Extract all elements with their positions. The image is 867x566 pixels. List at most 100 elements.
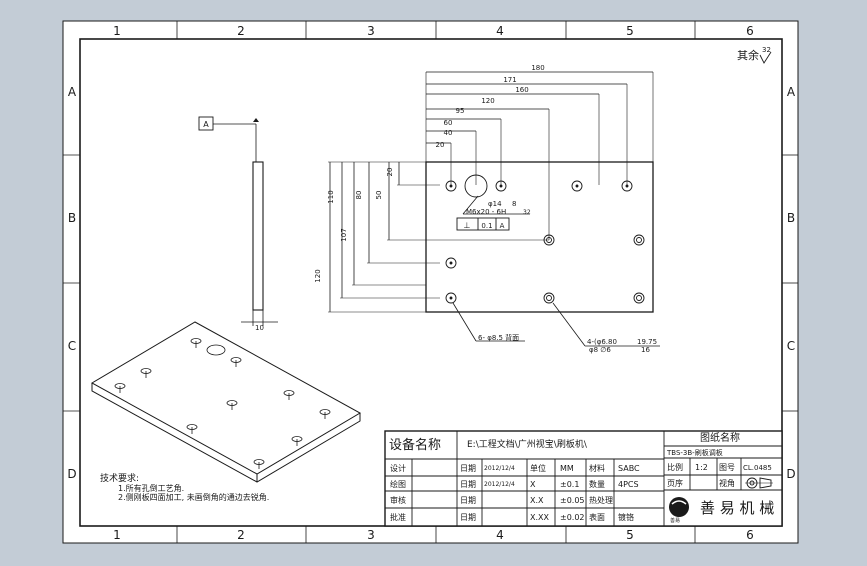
row-tol-x-value: ±0.1 <box>560 480 579 489</box>
requirements-title: 技术要求: <box>100 472 139 484</box>
row-tol-x: X <box>530 480 536 489</box>
thread-callout: M6x20 - 6H <box>466 208 506 216</box>
surface-mark-roughness: 32 <box>762 46 771 54</box>
row-label-right-b: B <box>787 211 795 225</box>
datum-letter: A <box>203 120 209 129</box>
tolerance-frame <box>456 217 510 231</box>
title-block: 设备名称 E:\工程文档\广州视宝\刷板机\ 图纸名称 TBS-3B-刷板调板 … <box>384 430 783 527</box>
hole-callout-depth: 8 <box>512 200 516 208</box>
counterbore-a-depth: 19.75 <box>637 338 657 346</box>
scale-value: 1:2 <box>695 463 708 472</box>
requirement-item-2: 2.侧刚板四面加工, 未画倒角的通边去锐角. <box>118 492 269 502</box>
col-label-bottom-3: 3 <box>367 528 375 542</box>
counterbore-callout-a: 4-(φ6.80 <box>587 338 617 346</box>
row-tol-xx: X.X <box>530 496 544 505</box>
border-ticks <box>63 21 798 543</box>
row-role-review: 审核 <box>390 495 406 505</box>
row-role-design: 设计 <box>390 463 406 473</box>
col-label-bottom-4: 4 <box>496 528 504 542</box>
surface-mark-label: 其余 <box>737 48 759 62</box>
tolerance-datum: A <box>500 222 505 230</box>
row-date-draw: 2012/12/4 <box>484 481 515 488</box>
dim-h-120: 120 <box>481 97 494 105</box>
equipment-path: E:\工程文档\广州视宝\刷板机\ <box>467 438 588 450</box>
row-role-approve: 批准 <box>390 512 406 522</box>
thickness-dim: 10 <box>255 324 264 332</box>
pin-holes-callout: 6- φ8.5 背面 <box>478 333 519 342</box>
row-label-right-a: A <box>787 85 796 99</box>
roughness-check-icon <box>759 51 772 64</box>
row-role-draw: 绘图 <box>390 479 406 489</box>
dim-v-80: 80 <box>355 191 363 200</box>
company-logo-icon <box>669 497 689 517</box>
row-date-design: 2012/12/4 <box>484 465 515 472</box>
row-date-label-review: 日期 <box>460 496 476 505</box>
drawing-name: TBS-3B-刷板调板 <box>666 448 723 457</box>
row-surface-value: 镀铬 <box>618 512 634 522</box>
col-label-bottom-2: 2 <box>237 528 245 542</box>
dim-v-120: 120 <box>314 269 322 282</box>
row-tol-xxx-value: ±0.02 <box>560 513 585 522</box>
counterbore-b-depth: 16 <box>641 346 650 354</box>
row-material-label: 材料 <box>589 463 605 473</box>
technical-requirements: 技术要求: 1.所有孔倒工艺角. 2.侧刚板四面加工, 未画倒角的通边去锐角. <box>100 472 269 502</box>
drawing-name-label: 图纸名称 <box>700 431 740 444</box>
tolerance-value: 0.1 <box>481 222 492 230</box>
row-surface-label: 表面 <box>589 512 605 522</box>
dim-h-95: 95 <box>456 107 465 115</box>
col-label-top-6: 6 <box>746 24 754 38</box>
isometric-view <box>90 321 362 483</box>
row-tol-xxx: X.XX <box>530 513 550 522</box>
row-label-left-b: B <box>68 211 76 225</box>
row-date-label-design: 日期 <box>460 464 476 473</box>
company-name: 善 易 机 械 <box>700 499 774 517</box>
page-label: 页序 <box>667 478 683 488</box>
surface-roughness-mark: 其余 32 <box>737 46 772 64</box>
dim-v-107: 107 <box>340 228 348 241</box>
col-label-bottom-5: 5 <box>626 528 634 542</box>
row-qty-value: 4PCS <box>618 480 639 489</box>
side-view-plate <box>252 161 264 311</box>
row-label-left-d: D <box>67 467 76 481</box>
row-tol-xx-value: ±0.05 <box>560 496 585 505</box>
row-date-label-approve: 日期 <box>460 513 476 522</box>
dim-h-160: 160 <box>515 86 528 94</box>
front-view: 180 171 160 120 95 60 40 20 <box>314 64 660 354</box>
dim-h-171: 171 <box>503 76 516 84</box>
dim-v-50: 50 <box>375 191 383 200</box>
row-label-left-c: C <box>68 339 76 353</box>
requirement-item-1: 1.所有孔倒工艺角. <box>118 483 184 493</box>
drawing-no: CL.0485 <box>743 464 772 472</box>
drawing-no-label: 图号 <box>719 463 735 472</box>
row-date-label-draw: 日期 <box>460 480 476 489</box>
row-qty-label: 数量 <box>589 479 605 489</box>
dim-h-40: 40 <box>444 129 453 137</box>
datum-box <box>198 116 214 131</box>
row-unit-value: MM <box>560 464 574 473</box>
view-label: 视角 <box>719 478 735 488</box>
row-label-right-d: D <box>786 467 795 481</box>
col-label-bottom-1: 1 <box>113 528 121 542</box>
dim-v-110: 110 <box>327 190 335 203</box>
col-label-top-5: 5 <box>626 24 634 38</box>
side-view: A 10 <box>198 116 278 332</box>
counterbore-callout-b: φ8 ∅6 <box>589 346 611 354</box>
row-material-value: SABC <box>618 464 640 473</box>
equipment-label: 设备名称 <box>389 437 441 453</box>
hole-callout: φ14 <box>488 200 502 208</box>
row-unit-label: 单位 <box>530 463 546 473</box>
dim-h-20: 20 <box>436 141 445 149</box>
col-label-bottom-6: 6 <box>746 528 754 542</box>
thread-depth: 32 <box>523 209 531 216</box>
projection-symbol-icon <box>745 477 773 489</box>
row-label-left-a: A <box>68 85 77 99</box>
dim-h-60: 60 <box>444 119 453 127</box>
dim-v-20: 20 <box>386 168 394 177</box>
col-label-top-4: 4 <box>496 24 504 38</box>
row-label-right-c: C <box>787 339 795 353</box>
row-heat-label: 热处理 <box>589 495 613 505</box>
dim-h-180: 180 <box>531 64 544 72</box>
logo-text: 善易 <box>670 517 680 524</box>
